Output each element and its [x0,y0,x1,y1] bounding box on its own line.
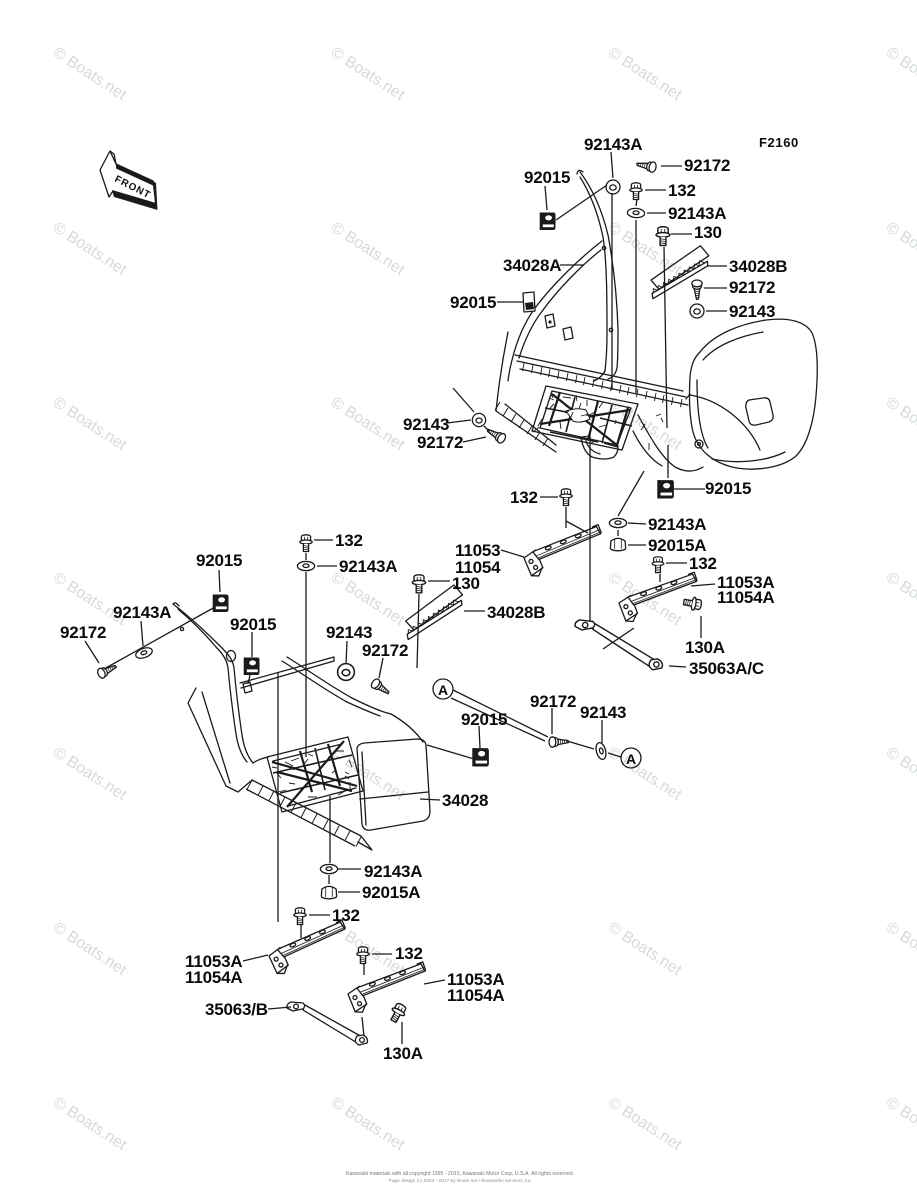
svg-text:92015: 92015 [196,551,242,570]
svg-text:92015: 92015 [524,168,570,187]
svg-text:A: A [626,751,636,767]
svg-text:F2160: F2160 [759,135,799,150]
svg-text:92172: 92172 [729,278,775,297]
svg-text:92015: 92015 [450,293,496,312]
svg-text:92143: 92143 [580,703,626,722]
svg-text:92015: 92015 [705,479,751,498]
svg-text:Kawasaki materials with all co: Kawasaki materials with all copyright 19… [346,1171,574,1177]
svg-text:132: 132 [510,488,538,507]
svg-text:92143A: 92143A [648,515,706,534]
svg-text:34028B: 34028B [487,603,545,622]
svg-text:132: 132 [668,181,696,200]
svg-text:130: 130 [694,223,722,242]
svg-text:11053A: 11053A [185,952,242,971]
svg-text:11053A: 11053A [717,573,774,592]
svg-text:130A: 130A [685,638,725,657]
svg-text:35063/B: 35063/B [205,1000,268,1019]
svg-text:35063A/C: 35063A/C [689,659,764,678]
svg-text:92143A: 92143A [584,135,642,154]
svg-text:34028B: 34028B [729,257,787,276]
svg-text:130A: 130A [383,1044,423,1063]
svg-text:11054: 11054 [455,558,501,577]
svg-text:92015A: 92015A [362,883,420,902]
svg-text:92015: 92015 [230,615,276,634]
svg-text:92143: 92143 [326,623,372,642]
svg-text:132: 132 [395,944,423,963]
svg-text:Page design (c) 2003 - 2017 by: Page design (c) 2003 - 2017 by Boats.net… [389,1178,532,1184]
svg-text:92015: 92015 [461,710,507,729]
svg-text:11053: 11053 [455,541,500,560]
svg-text:92172: 92172 [684,156,730,175]
svg-text:132: 132 [335,531,363,550]
svg-text:11054A: 11054A [717,588,774,607]
svg-text:92143: 92143 [729,302,775,321]
svg-text:92143A: 92143A [339,557,397,576]
svg-text:34028A: 34028A [503,256,561,275]
svg-text:11054A: 11054A [185,968,242,987]
svg-text:92143A: 92143A [364,862,422,881]
svg-text:92143: 92143 [403,415,449,434]
svg-text:92143A: 92143A [113,603,171,622]
svg-text:92172: 92172 [530,692,576,711]
svg-text:92172: 92172 [417,433,463,452]
svg-text:132: 132 [332,906,360,925]
svg-text:11053A: 11053A [447,970,504,989]
svg-text:92172: 92172 [362,641,408,660]
svg-text:A: A [438,682,448,698]
svg-text:92143A: 92143A [668,204,726,223]
svg-text:132: 132 [689,554,717,573]
svg-text:92015A: 92015A [648,536,706,555]
svg-text:92172: 92172 [60,623,106,642]
svg-text:11054A: 11054A [447,986,504,1005]
svg-text:34028: 34028 [442,791,488,810]
svg-text:130: 130 [452,574,480,593]
